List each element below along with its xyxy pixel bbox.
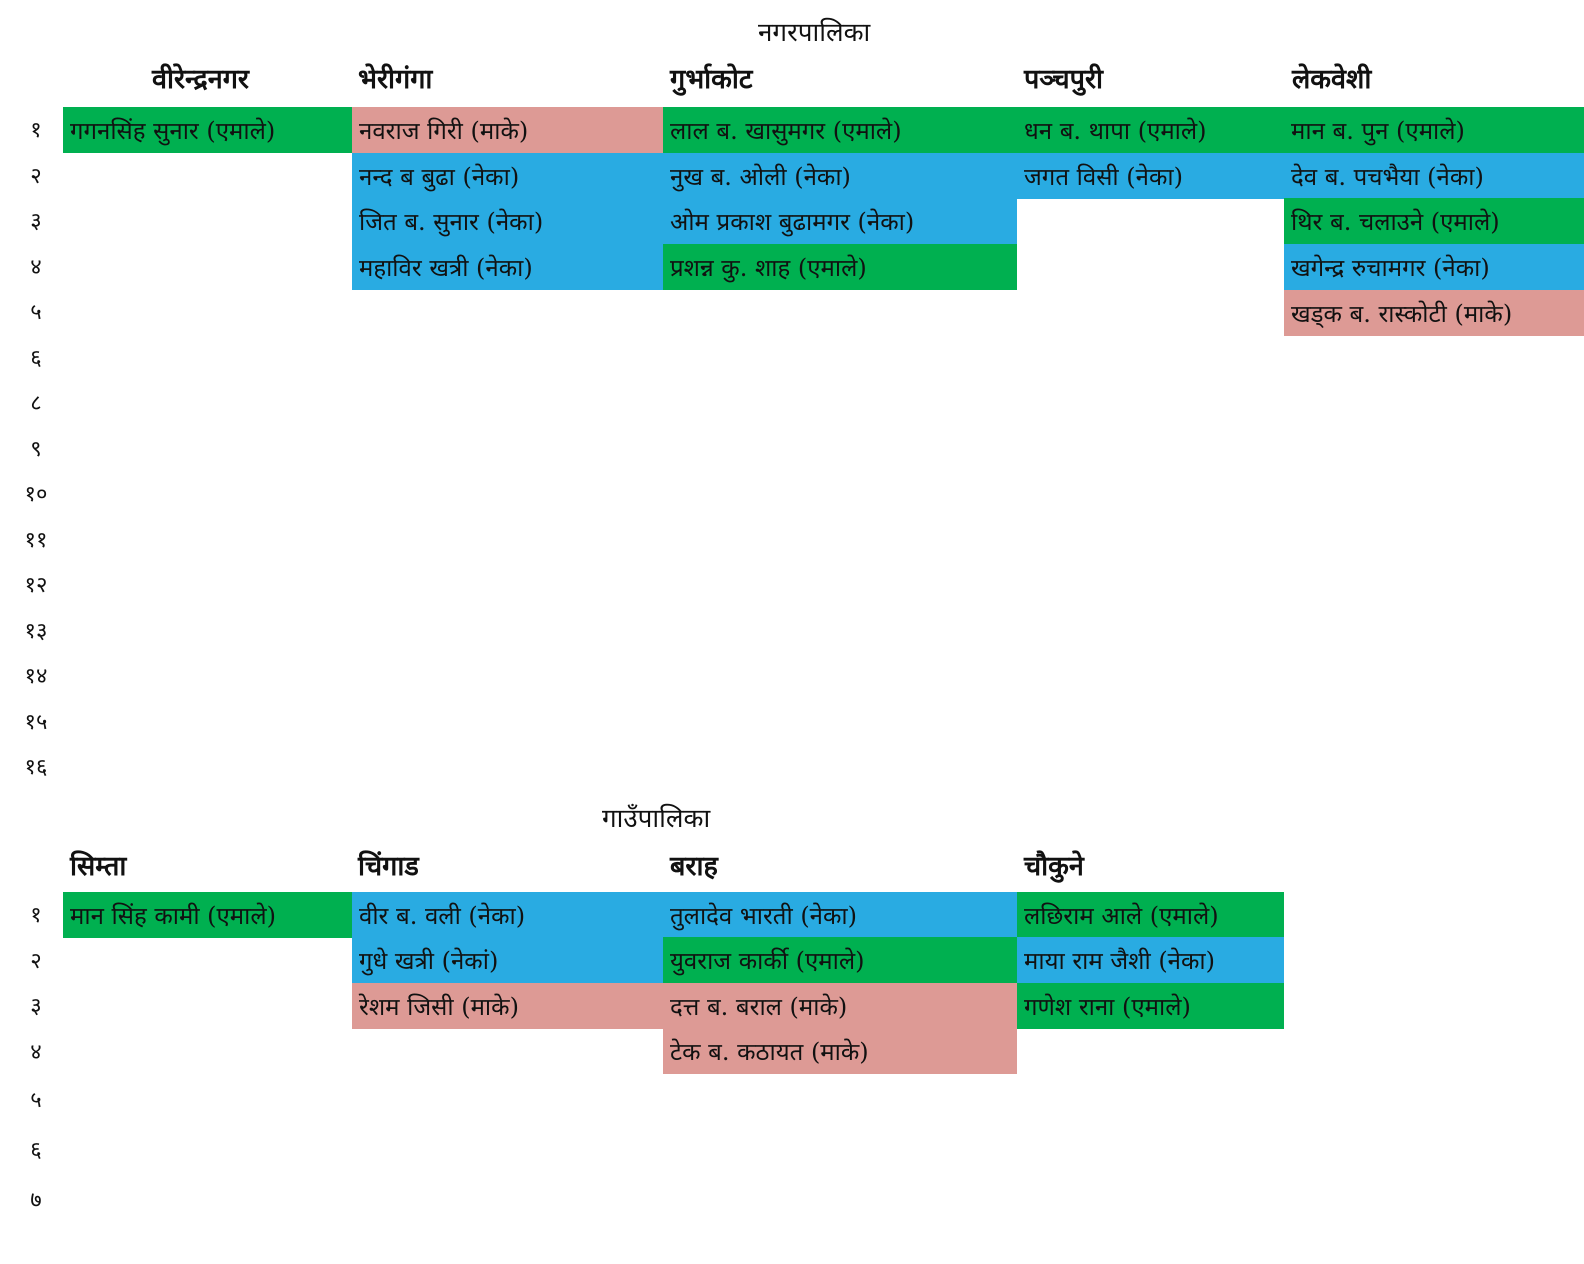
candidate-cell: दत्त ब. बराल (माके) bbox=[663, 983, 1017, 1029]
row-number: ६ bbox=[30, 1138, 42, 1163]
row-number: १० bbox=[24, 482, 48, 507]
col-header-gurbhakot: गुर्भाकोट bbox=[670, 64, 753, 95]
row-number: ११ bbox=[24, 528, 48, 553]
row-number: १२ bbox=[24, 573, 48, 598]
candidate-cell: लाल ब. खासुमगर (एमाले) bbox=[663, 107, 1017, 153]
row-number: १६ bbox=[24, 755, 48, 780]
row-number: ८ bbox=[30, 391, 42, 416]
col-header-panchpuri: पञ्चपुरी bbox=[1024, 64, 1104, 95]
candidate-cell: महाविर खत्री (नेका) bbox=[352, 244, 663, 290]
row-number: १४ bbox=[24, 664, 48, 689]
candidate-cell: युवराज कार्की (एमाले) bbox=[663, 937, 1017, 983]
row-number: ३ bbox=[30, 994, 42, 1019]
row-number: ५ bbox=[30, 1088, 42, 1113]
candidate-cell: खगेन्द्र रुचामगर (नेका) bbox=[1284, 244, 1584, 290]
row-number: १ bbox=[30, 118, 42, 143]
candidate-cell: नवराज गिरी (माके) bbox=[352, 107, 663, 153]
candidate-cell: तुलादेव भारती (नेका) bbox=[663, 892, 1017, 938]
row-number: ९ bbox=[30, 437, 42, 462]
candidate-cell: रेशम जिसी (माके) bbox=[352, 983, 663, 1029]
row-number: २ bbox=[30, 164, 42, 189]
candidate-cell: धन ब. थापा (एमाले) bbox=[1017, 107, 1284, 153]
row-number: ४ bbox=[30, 1040, 42, 1065]
candidate-cell: देव ब. पचभैया (नेका) bbox=[1284, 153, 1584, 199]
gaunpalika-title: गाउँपालिका bbox=[602, 804, 711, 834]
candidate-cell: जित ब. सुनार (नेका) bbox=[352, 198, 663, 244]
candidate-cell: थिर ब. चलाउने (एमाले) bbox=[1284, 198, 1584, 244]
candidate-cell: लछिराम आले (एमाले) bbox=[1017, 892, 1284, 938]
candidate-cell: नन्द ब बुढा (नेका) bbox=[352, 153, 663, 199]
col-header-barah: बराह bbox=[670, 851, 718, 882]
col-header-simta: सिम्ता bbox=[70, 851, 127, 882]
nagarpalika-title: नगरपालिका bbox=[758, 18, 871, 48]
candidate-cell: गणेश राना (एमाले) bbox=[1017, 983, 1284, 1029]
row-number: ५ bbox=[30, 300, 42, 325]
row-number: २ bbox=[30, 949, 42, 974]
candidate-cell: वीर ब. वली (नेका) bbox=[352, 892, 663, 938]
row-number: ७ bbox=[30, 1188, 42, 1213]
col-header-chingad: चिंगाड bbox=[358, 851, 419, 882]
col-header-chaukune: चौकुने bbox=[1024, 851, 1084, 882]
col-header-bheriganga: भेरीगंगा bbox=[358, 64, 433, 95]
col-header-birendranagar: वीरेन्द्रनगर bbox=[152, 64, 249, 95]
candidate-cell: मान सिंह कामी (एमाले) bbox=[63, 892, 352, 938]
candidate-cell: माया राम जैशी (नेका) bbox=[1017, 937, 1284, 983]
candidate-cell: नुख ब. ओली (नेका) bbox=[663, 153, 1017, 199]
candidate-cell: खड्क ब. रास्कोटी (माके) bbox=[1284, 290, 1584, 336]
candidate-cell: टेक ब. कठायत (माके) bbox=[663, 1028, 1017, 1074]
row-number: १३ bbox=[24, 619, 48, 644]
candidate-cell: गुधे खत्री (नेकां) bbox=[352, 937, 663, 983]
row-number: १ bbox=[30, 903, 42, 928]
candidate-cell: गगनसिंह सुनार (एमाले) bbox=[63, 107, 352, 153]
row-number: ३ bbox=[30, 209, 42, 234]
row-number: ४ bbox=[30, 255, 42, 280]
col-header-lekbeshi: लेकवेशी bbox=[1292, 64, 1372, 95]
candidate-cell: प्रशन्न कु. शाह (एमाले) bbox=[663, 244, 1017, 290]
candidate-cell: जगत विसी (नेका) bbox=[1017, 153, 1284, 199]
candidate-cell: मान ब. पुन (एमाले) bbox=[1284, 107, 1584, 153]
row-number: ६ bbox=[30, 346, 42, 371]
row-number: १५ bbox=[24, 710, 48, 735]
candidate-cell: ओम प्रकाश बुढामगर (नेका) bbox=[663, 198, 1017, 244]
